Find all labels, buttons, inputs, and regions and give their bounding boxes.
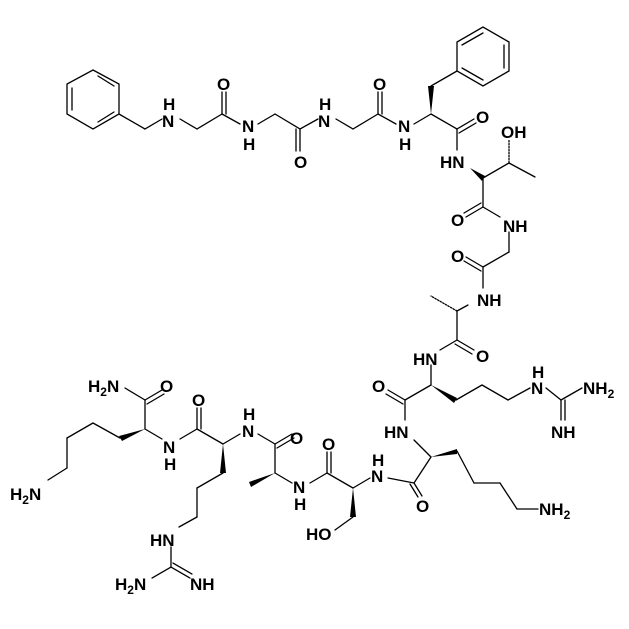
atom-n-lys2: N — [163, 438, 175, 457]
atom-nh-imine: NH — [551, 423, 576, 442]
atom-nh-ala: NH — [477, 291, 502, 310]
bonds — [47, 26, 583, 579]
atom-o-ser: O — [322, 435, 335, 454]
atom-h: H — [319, 95, 331, 114]
atom-nh-gly: NH — [503, 217, 528, 236]
atom-h2n-amide: H2N — [88, 377, 119, 399]
atom-o: O — [217, 75, 230, 94]
atom-o-ala2: O — [290, 429, 303, 448]
atom-h: H — [532, 363, 544, 382]
atom-hn-arg: HN — [413, 350, 438, 369]
atom-n-benzylamine: N — [162, 112, 174, 131]
atom-h: H — [163, 95, 175, 114]
atom-h: H — [399, 135, 411, 154]
atom-n: N — [242, 117, 254, 136]
atom-o-thr: O — [451, 211, 464, 230]
atom-o: O — [294, 153, 307, 172]
atom-hn-lys: HN — [384, 423, 409, 442]
atom-h: H — [372, 451, 384, 470]
atom-n: N — [318, 112, 330, 131]
atom-n-ser: N — [371, 467, 383, 486]
atom-nh2-lys: NH2 — [539, 500, 571, 522]
atom-o-arg2: O — [192, 391, 205, 410]
atom-labels: H N O N H H N O O N H O HN OH O NH O NH … — [10, 75, 615, 597]
atom-hn-thr: HN — [440, 153, 465, 172]
atom-oh-thr: OH — [501, 123, 527, 142]
atom-n: N — [398, 117, 410, 136]
atom-n-guanidine: N — [531, 379, 543, 398]
atom-n-arg2: N — [242, 422, 254, 441]
atom-nh-guanidine2: NH — [190, 575, 215, 594]
atom-n-ala2: N — [293, 478, 305, 497]
atom-nh2-guanidine: NH2 — [583, 379, 615, 401]
atom-h: H — [294, 495, 306, 514]
atom-o-phe: O — [476, 108, 489, 127]
atom-o-gly: O — [451, 247, 464, 266]
atom-o-ala: O — [476, 347, 489, 366]
atom-h: H — [164, 455, 176, 474]
atom-o-arg: O — [372, 377, 385, 396]
atom-h: H — [243, 405, 255, 424]
atom-hn-guanidine2: HN — [150, 531, 175, 550]
atom-h: H — [243, 135, 255, 154]
atom-ho-ser: HO — [306, 525, 332, 544]
atom-o-amide: O — [160, 377, 173, 396]
atom-o: O — [373, 75, 386, 94]
atom-o-lys: O — [416, 497, 429, 516]
atom-h2n-lys2: H2N — [10, 485, 41, 507]
atom-h2n-guanidine2: H2N — [115, 575, 146, 597]
